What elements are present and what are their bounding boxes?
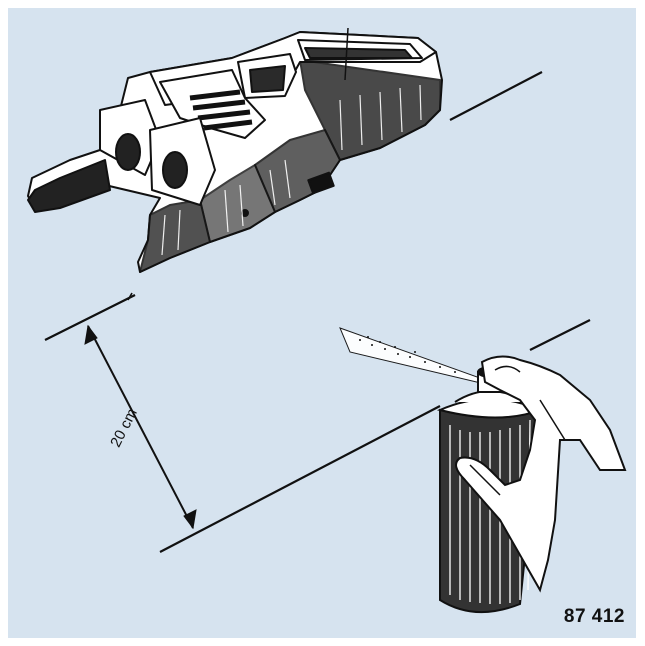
reference-line-lower-right — [529, 319, 591, 351]
spray-mist-icon — [339, 327, 487, 385]
reference-line-upper — [449, 71, 543, 121]
console-component-drawing — [27, 27, 443, 273]
dimension-arrow-icon: 20 cm — [44, 292, 197, 530]
dimension-label: 20 cm — [107, 406, 141, 450]
hand-icon — [455, 355, 627, 593]
reference-line-lower — [159, 405, 441, 553]
figure-number: 87 412 — [563, 606, 625, 627]
